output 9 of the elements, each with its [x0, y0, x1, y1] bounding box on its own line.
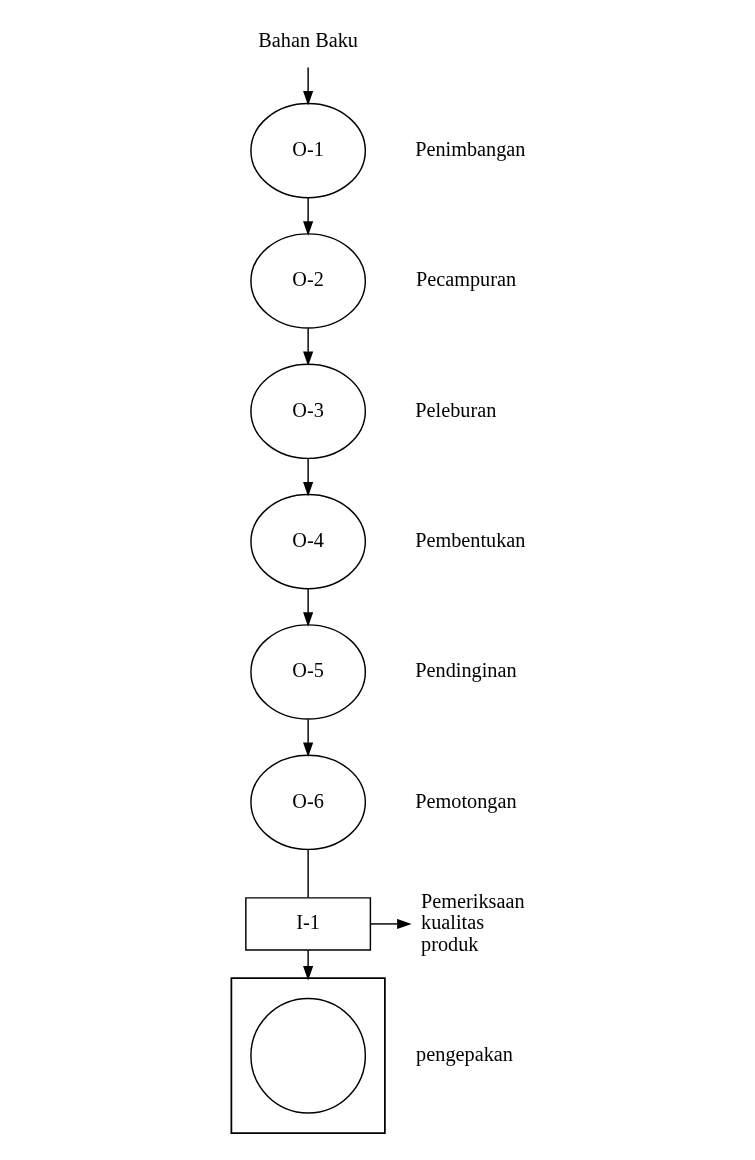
- node-label: Pendinginan: [414, 659, 517, 682]
- node-label: Penimbangan: [414, 137, 525, 160]
- node-text: Bahan Baku: [257, 28, 358, 51]
- node-label: Pembentukan: [414, 528, 525, 551]
- node-label: Peleburan: [414, 398, 496, 421]
- node-label: pengepakan: [415, 1043, 513, 1066]
- node-label: Pemotongan: [414, 789, 517, 812]
- node-label: Pecampuran: [415, 268, 516, 291]
- node-text: Pemeriksaan kualitas produk: [420, 889, 525, 956]
